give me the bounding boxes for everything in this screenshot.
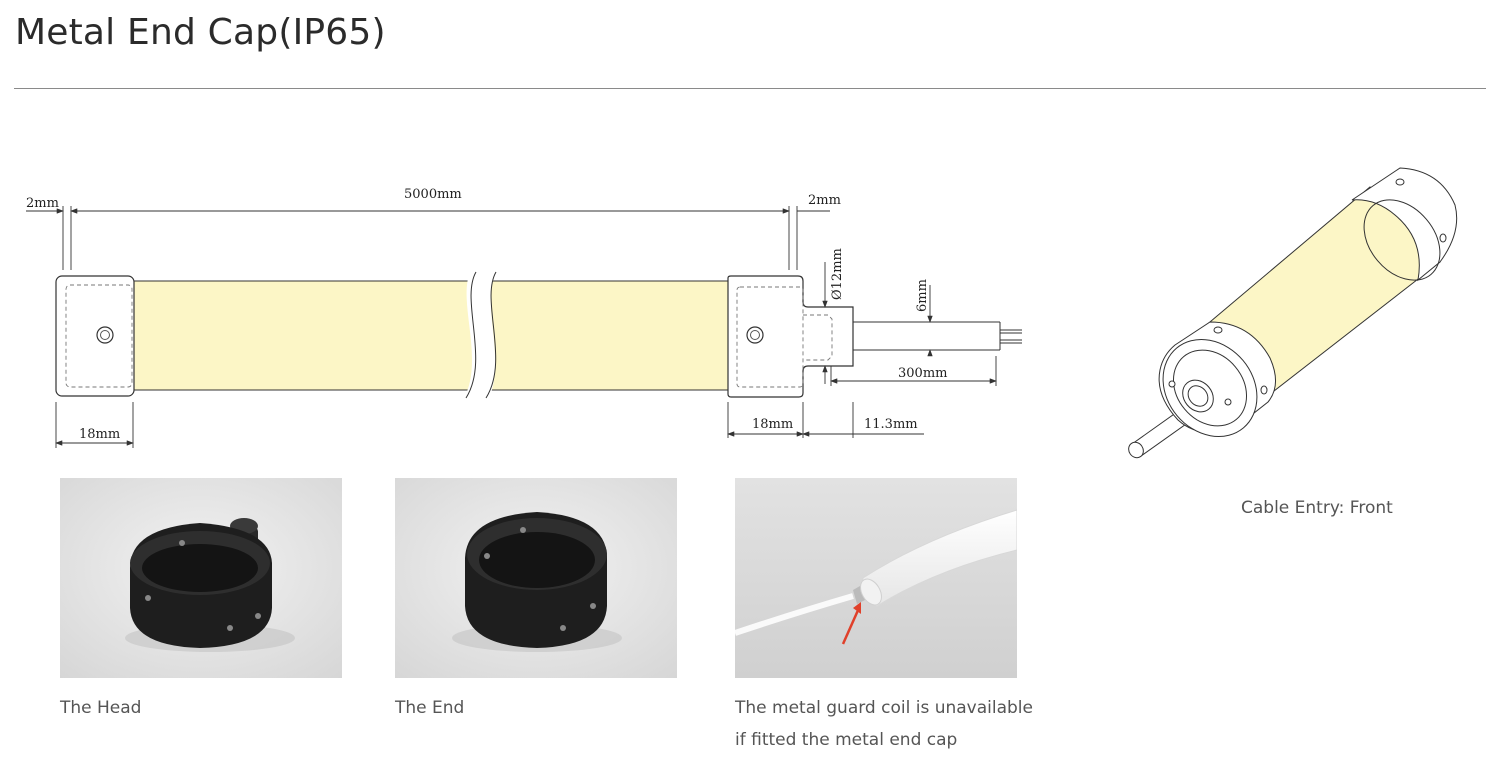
cable-photo bbox=[735, 478, 1017, 678]
dim-cable-length: 300mm bbox=[898, 366, 947, 381]
end-photo bbox=[395, 478, 677, 678]
cable bbox=[853, 321, 1022, 351]
dim-cable-diameter: Ø12mm bbox=[830, 248, 845, 300]
end-cap bbox=[727, 275, 854, 398]
cable-caption: The metal guard coil is unavailable if f… bbox=[735, 692, 1033, 756]
dim-wire-diameter: 6mm bbox=[915, 279, 930, 312]
cable-caption-line2: if fitted the metal end cap bbox=[735, 730, 958, 750]
page-title: Metal End Cap(IP65) bbox=[15, 12, 386, 53]
end-caption: The End bbox=[395, 698, 465, 718]
render-caption: Cable Entry: Front bbox=[1241, 498, 1393, 518]
title-divider bbox=[14, 88, 1486, 89]
dim-right-gap: 2mm bbox=[808, 193, 841, 208]
cable-caption-line1: The metal guard coil is unavailable bbox=[735, 698, 1033, 718]
black-head-cap-photo bbox=[60, 478, 342, 678]
head-cap bbox=[55, 275, 135, 397]
black-end-cap-photo bbox=[395, 478, 677, 678]
dim-end-stub: 11.3mm bbox=[864, 417, 918, 432]
dim-end-width: 18mm bbox=[752, 417, 793, 432]
white-cable-photo bbox=[735, 478, 1017, 678]
dim-head-width: 18mm bbox=[79, 427, 120, 442]
head-caption: The Head bbox=[60, 698, 142, 718]
back-cap-3d bbox=[1351, 167, 1458, 282]
tube-3d-render bbox=[1128, 167, 1458, 459]
dim-length: 5000mm bbox=[404, 187, 462, 202]
tube-body bbox=[132, 270, 729, 400]
front-cap-3d bbox=[1158, 321, 1276, 437]
head-photo bbox=[60, 478, 342, 678]
dim-left-gap: 2mm bbox=[26, 196, 59, 211]
dimension-lines bbox=[26, 206, 997, 448]
